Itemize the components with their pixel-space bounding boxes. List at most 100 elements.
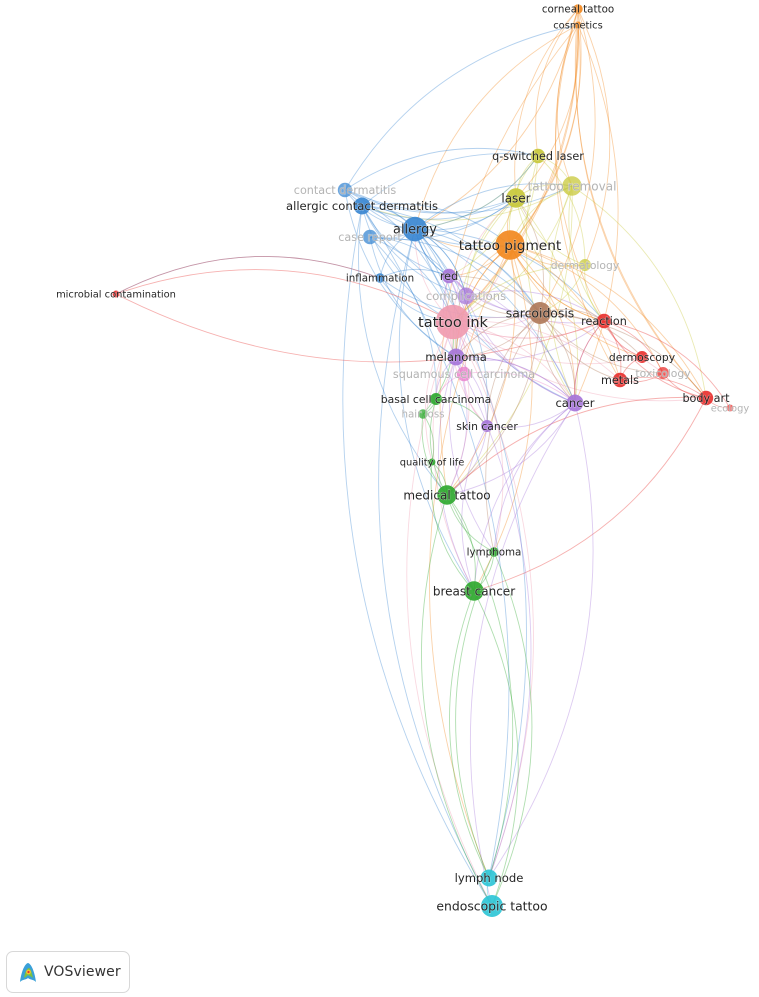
node-tattoo-ink[interactable] <box>435 304 471 340</box>
edge-tattoo-ink-medical-tattoo <box>446 321 470 496</box>
edge-tattoo-ink-metals <box>452 320 621 381</box>
node-squamous-cell-carcinoma[interactable] <box>456 366 472 382</box>
edge-allergic-contact-dermatitis-tattoo-pigment <box>361 202 511 246</box>
node-reaction[interactable] <box>596 313 612 329</box>
node-inflammation[interactable] <box>375 273 385 283</box>
node-tattoo-pigment[interactable] <box>495 230 525 260</box>
edge-case-report-laser <box>369 197 517 240</box>
edge-allergy-breast-cancer <box>398 228 475 592</box>
edge-allergic-contact-dermatitis-q-switched-laser <box>361 153 539 207</box>
edge-red-sarcoidosis <box>448 275 541 314</box>
node-case-report[interactable] <box>362 229 378 245</box>
edge-squamous-cell-carcinoma-cancer <box>463 371 576 404</box>
node-basal-cell-carcinoma[interactable] <box>430 393 442 405</box>
node-red[interactable] <box>441 268 457 284</box>
label-tattoo-ink: tattoo ink <box>418 315 489 331</box>
node-q-switched-laser[interactable] <box>530 148 546 164</box>
edge-cosmetics-body-art <box>575 24 707 399</box>
node-lymphoma[interactable] <box>489 547 499 557</box>
node-lymph-node[interactable] <box>480 869 498 887</box>
node-endoscopic-tattoo[interactable] <box>481 895 503 917</box>
edge-cancer-skin-cancer <box>486 402 576 429</box>
edge-reaction-cancer <box>574 320 605 404</box>
edge-allergy-tattoo-removal <box>414 183 573 230</box>
edge-allergy-endoscopic-tattoo <box>378 228 493 907</box>
label-body-art: body art <box>682 392 730 405</box>
node-ecology[interactable] <box>726 404 734 412</box>
edge-tattoo-pigment-metals <box>509 244 621 381</box>
label-inflammation: inflammation <box>346 273 414 285</box>
edge-medical-tattoo-lymph-node <box>446 494 514 879</box>
label-squamous-cell-carcinoma: squamous cell carcinoma <box>393 368 535 381</box>
vosviewer-badge[interactable]: VOSviewer <box>6 951 130 993</box>
edge-cosmetics-allergy <box>414 24 579 230</box>
edge-corneal-tattoo-sarcoidosis <box>539 8 596 314</box>
node-metals[interactable] <box>612 372 628 388</box>
label-dermatology: dermatology <box>551 259 620 272</box>
edge-quality-of-life-breast-cancer <box>430 461 475 592</box>
edge-q-switched-laser-dermatology <box>537 155 586 266</box>
label-medical-tattoo: medical tattoo <box>403 488 490 502</box>
edge-sarcoidosis-skin-cancer <box>486 312 541 427</box>
node-sarcoidosis[interactable] <box>529 302 551 324</box>
label-tattoo-removal: tattoo removal <box>528 179 617 193</box>
edge-corneal-tattoo-body-art <box>574 8 707 399</box>
node-breast-cancer[interactable] <box>464 581 484 601</box>
node-dermatology[interactable] <box>579 259 591 271</box>
node-skin-cancer[interactable] <box>481 420 493 432</box>
edge-reaction-body-art <box>603 320 707 399</box>
node-microbial-contamination[interactable] <box>112 290 120 298</box>
edge-corneal-tattoo-laser <box>514 8 579 199</box>
edge-contact-dermatitis-tattoo-removal <box>344 185 573 214</box>
edge-case-report-melanoma <box>369 236 457 358</box>
edge-allergic-contact-dermatitis-lymph-node <box>361 205 510 879</box>
node-cancer[interactable] <box>566 394 584 412</box>
node-allergy[interactable] <box>402 216 428 242</box>
node-quality-of-life[interactable] <box>428 458 436 466</box>
edge-tattoo-removal-allergic-contact-dermatitis <box>361 185 573 221</box>
edge-corneal-tattoo-dermatology <box>577 8 611 266</box>
node-melanoma[interactable] <box>447 348 465 366</box>
label-melanoma: melanoma <box>425 350 487 364</box>
edge-allergy-skin-cancer <box>414 228 489 427</box>
node-medical-tattoo[interactable] <box>437 485 457 505</box>
edge-body-art-medical-tattoo <box>446 396 707 496</box>
edge-basal-cell-carcinoma-medical-tattoo <box>429 398 448 496</box>
label-metals: metals <box>601 374 639 387</box>
edge-tattoo-ink-dermoscopy <box>452 321 643 365</box>
edge-sarcoidosis-body-art <box>539 312 707 399</box>
node-hair-loss[interactable] <box>418 409 428 419</box>
edge-breast-cancer-endoscopic-tattoo <box>473 590 519 907</box>
node-body-art[interactable] <box>698 390 714 406</box>
node-corneal-tattoo[interactable] <box>573 4 583 14</box>
edge-laser-complications <box>465 197 517 297</box>
edge-body-art-breast-cancer <box>473 397 707 592</box>
edge-allergic-contact-dermatitis-red <box>361 205 450 277</box>
edge-tattoo-ink-cancer <box>452 321 576 404</box>
node-complications[interactable] <box>457 287 475 305</box>
node-laser[interactable] <box>506 188 526 208</box>
network-edges <box>115 8 731 907</box>
node-tattoo-removal[interactable] <box>562 176 582 196</box>
edge-laser-reaction <box>515 197 605 322</box>
label-basal-cell-carcinoma: basal cell carcinoma <box>381 393 491 406</box>
edge-sarcoidosis-medical-tattoo <box>446 312 541 496</box>
edge-allergic-contact-dermatitis-medical-tattoo <box>358 205 448 496</box>
edge-sarcoidosis-cancer <box>539 312 576 404</box>
edge-allergy-q-switched-laser <box>414 155 539 230</box>
node-dermoscopy[interactable] <box>636 351 648 363</box>
edge-laser-red <box>448 197 517 277</box>
node-allergic-contact-dermatitis[interactable] <box>353 197 371 215</box>
edge-tattoo-ink-quality-of-life <box>424 321 454 463</box>
network-nodes <box>112 4 734 917</box>
edge-melanoma-reaction <box>455 320 605 361</box>
edge-cancer-complications <box>465 295 576 404</box>
label-allergic-contact-dermatitis: allergic contact dermatitis <box>286 199 438 213</box>
node-contact-dermatitis[interactable] <box>337 182 353 198</box>
edge-tattoo-pigment-medical-tattoo <box>446 244 516 496</box>
edge-tattoo-ink-reaction <box>452 320 605 339</box>
node-toxicology[interactable] <box>657 367 669 379</box>
node-cosmetics[interactable] <box>574 21 582 29</box>
edge-tattoo-pigment-cancer <box>509 244 576 404</box>
edge-tattoo-ink-body-art <box>452 321 707 402</box>
